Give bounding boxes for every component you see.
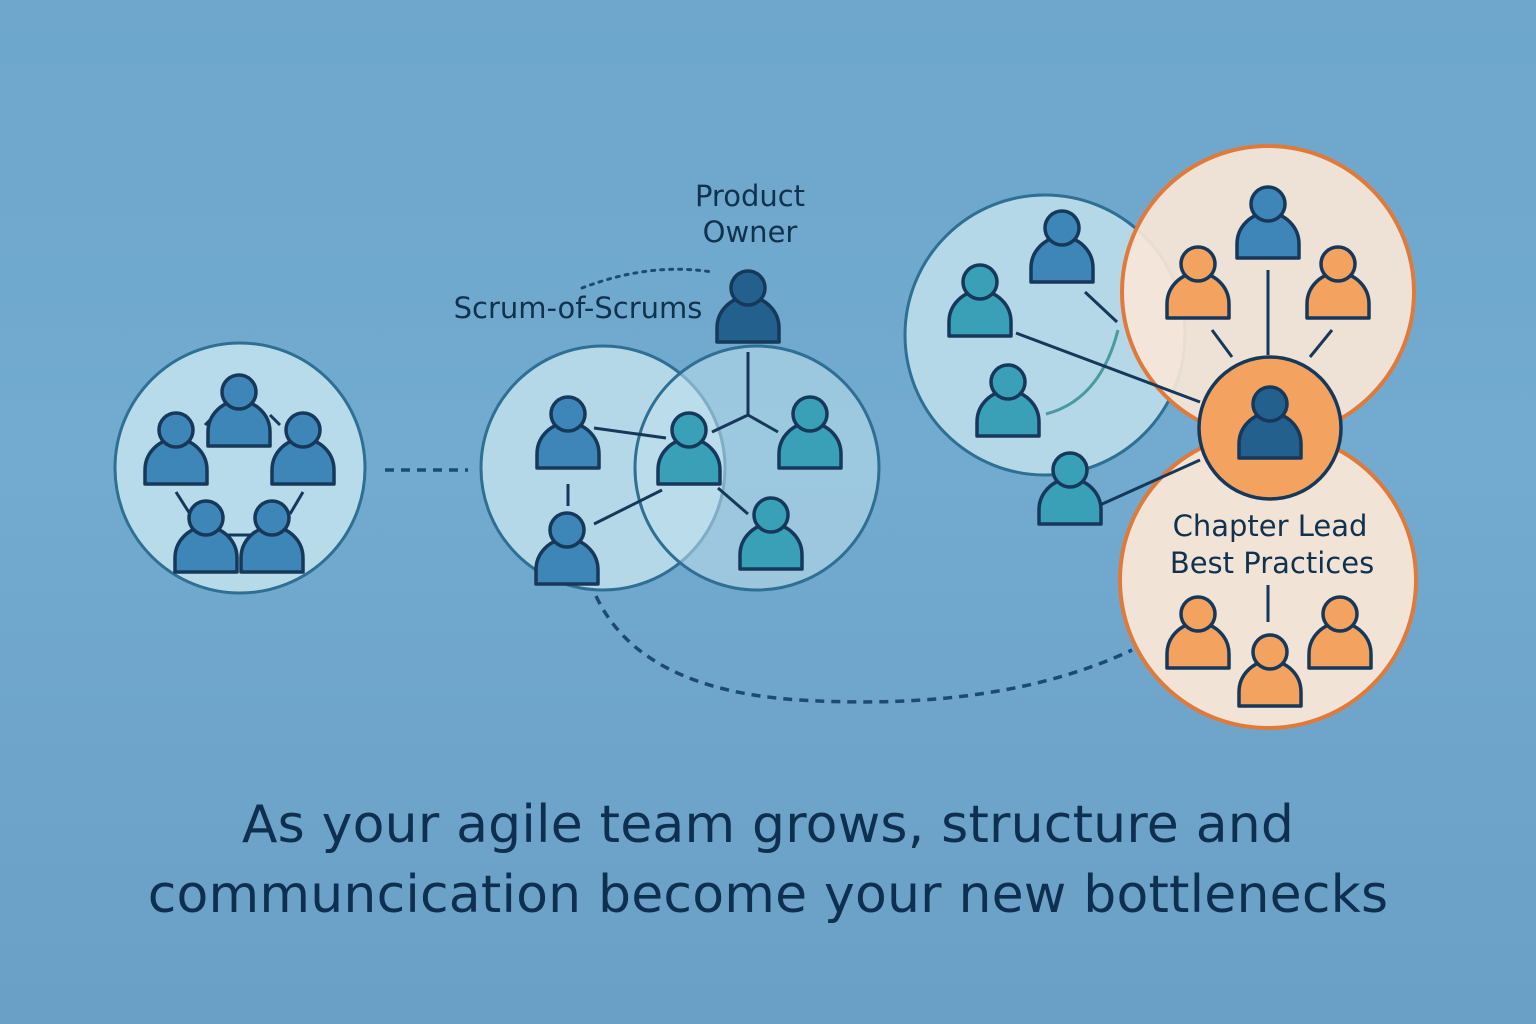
large-team-arc xyxy=(1045,329,1120,416)
scrum-of-scrums-links xyxy=(566,352,779,526)
caption-line-2: communcication become your new bottlenec… xyxy=(147,865,1389,925)
dotted-arc xyxy=(580,267,714,290)
scrum-of-scrums-label: Scrum-of-Scrums xyxy=(454,291,703,325)
product-owner-label-line1: Product xyxy=(695,179,805,213)
caption: As your agile team grows, structure and … xyxy=(0,790,1536,930)
large-team-links xyxy=(1015,270,1334,622)
product-owner-label-line2: Owner xyxy=(703,215,798,249)
small-team-circle xyxy=(113,341,367,595)
best-practices-label: Best Practices xyxy=(1170,546,1374,580)
product-owner-icon xyxy=(715,269,781,344)
chapter-lead-label: Chapter Lead xyxy=(1173,509,1368,543)
caption-line-1: As your agile team grows, structure and xyxy=(241,795,1295,855)
dashed-curve-connector xyxy=(594,595,1133,704)
